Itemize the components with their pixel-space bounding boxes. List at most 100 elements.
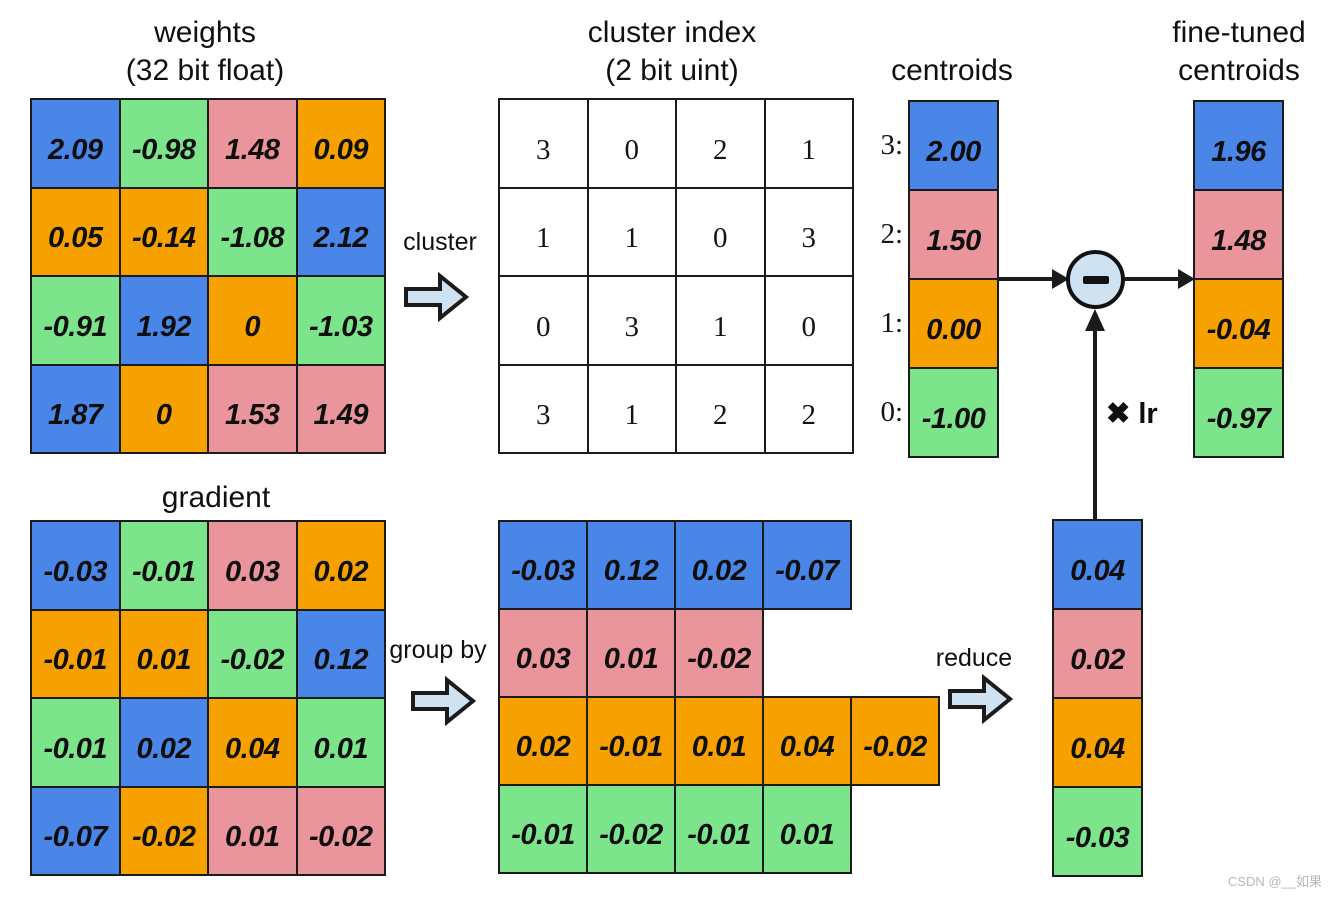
matrix-cell: -0.02 xyxy=(586,784,676,874)
matrix-row: 2.00 xyxy=(908,100,999,191)
cluster-index-title: cluster index (2 bit uint) xyxy=(507,14,837,90)
matrix-row: 0.04 xyxy=(1052,519,1143,610)
matrix-cell: 0.03 xyxy=(207,520,298,611)
times-lr-label: ✖ lr xyxy=(1106,398,1158,430)
matrix-cell: 1.96 xyxy=(1193,100,1284,191)
matrix-cell: 1.87 xyxy=(30,363,121,454)
fine-tuned-title-line1: fine-tuned xyxy=(1172,16,1306,49)
matrix-cell: -0.01 xyxy=(30,697,121,788)
matrix-cell: 1.49 xyxy=(295,363,386,454)
matrix-cell: -0.03 xyxy=(30,520,121,611)
matrix-cell: 0.05 xyxy=(30,186,121,277)
group-by-label: group by xyxy=(389,636,487,664)
matrix-cell: 1 xyxy=(675,275,766,366)
matrix-row: -0.04 xyxy=(1193,278,1284,369)
matrix-cell: 1.50 xyxy=(908,189,999,280)
cluster-index-title-line1: cluster index xyxy=(587,16,757,49)
minus-operator xyxy=(1066,250,1125,309)
matrix-cell: -0.01 xyxy=(674,784,764,874)
matrix-cell: 3 xyxy=(586,275,677,366)
matrix-cell: 0.12 xyxy=(295,608,386,699)
matrix-cell: 0.01 xyxy=(295,697,386,788)
matrix-cell: -0.01 xyxy=(498,784,588,874)
matrix-cell: 3 xyxy=(498,363,589,454)
matrix-cell: 0 xyxy=(118,363,209,454)
matrix-cell: -0.97 xyxy=(1193,367,1284,458)
centroid-index-2: 2: xyxy=(880,218,903,250)
matrix-cell: 1 xyxy=(498,186,589,277)
matrix-row: 0.00 xyxy=(908,278,999,369)
centroids-to-minus-line xyxy=(997,277,1054,281)
matrix-cell: -0.03 xyxy=(1052,786,1143,877)
matrix-cell: 3 xyxy=(498,98,589,189)
group-by-arrow-icon xyxy=(411,676,476,726)
reduce-label: reduce xyxy=(935,644,1013,672)
matrix-cell: -0.91 xyxy=(30,275,121,366)
matrix-cell: -1.03 xyxy=(295,275,386,366)
matrix-cell: 0.02 xyxy=(498,696,588,786)
fine-tuned-title-line2: centroids xyxy=(1178,54,1300,87)
cluster-label: cluster xyxy=(403,228,477,256)
matrix-cell: 1.48 xyxy=(207,98,298,189)
matrix-cell: 2.09 xyxy=(30,98,121,189)
matrix-cell: -0.07 xyxy=(762,520,852,610)
fine-tuned-centroids-title: fine-tuned centroids xyxy=(1089,14,1336,90)
reduce-arrow-icon xyxy=(948,674,1013,724)
centroid-index-1: 1: xyxy=(880,307,903,339)
matrix-cell: 1 xyxy=(763,98,854,189)
centroids-title: centroids xyxy=(891,54,1013,87)
matrix-cell: 1 xyxy=(586,363,677,454)
minus-to-finetuned-line xyxy=(1125,277,1180,281)
matrix-cell: 0.02 xyxy=(295,520,386,611)
minus-icon xyxy=(1082,275,1109,284)
matrix-cell: 2.00 xyxy=(908,100,999,191)
matrix-cell: 0.02 xyxy=(1052,608,1143,699)
matrix-cell: 2.12 xyxy=(295,186,386,277)
matrix-cell: -0.03 xyxy=(498,520,588,610)
matrix-cell: 1 xyxy=(586,186,677,277)
cluster-index-title-line2: (2 bit uint) xyxy=(605,54,739,87)
matrix-cell: -0.02 xyxy=(674,608,764,698)
matrix-cell: -0.02 xyxy=(295,785,386,876)
arrowhead-right-icon xyxy=(1052,269,1069,289)
matrix-cell: 2 xyxy=(675,98,766,189)
matrix-cell: 1.53 xyxy=(207,363,298,454)
matrix-cell: -0.04 xyxy=(1193,278,1284,369)
matrix-cell: 0 xyxy=(207,275,298,366)
matrix-cell: 0 xyxy=(763,275,854,366)
matrix-cell: -0.02 xyxy=(118,785,209,876)
matrix-cell: -0.01 xyxy=(586,696,676,786)
matrix-cell: 2 xyxy=(763,363,854,454)
matrix-cell: -0.02 xyxy=(850,696,940,786)
matrix-row: 0.02 xyxy=(1052,608,1143,699)
matrix-cell: 1.48 xyxy=(1193,189,1284,280)
matrix-cell: 0.01 xyxy=(762,784,852,874)
centroid-index-3: 3: xyxy=(880,129,903,161)
matrix-cell: 0.01 xyxy=(118,608,209,699)
matrix-cell: 0.09 xyxy=(295,98,386,189)
reduced-to-minus-line xyxy=(1093,330,1097,520)
matrix-cell: 3 xyxy=(763,186,854,277)
matrix-cell: 2 xyxy=(675,363,766,454)
matrix-cell: -0.02 xyxy=(207,608,298,699)
matrix-cell: 1.92 xyxy=(118,275,209,366)
centroid-index-0: 0: xyxy=(880,396,903,428)
matrix-row: 1.96 xyxy=(1193,100,1284,191)
